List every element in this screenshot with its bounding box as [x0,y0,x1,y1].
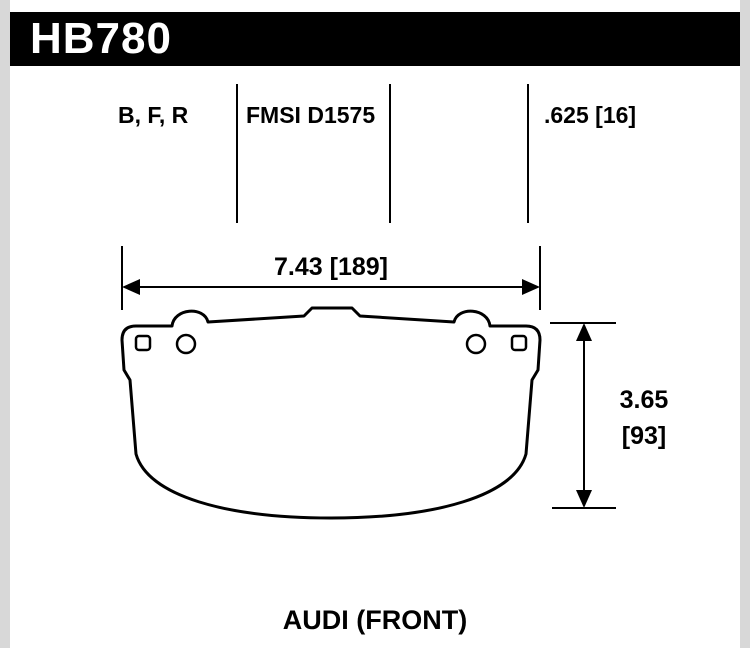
part-number-header: HB780 [10,12,740,66]
height-arrow-down-icon [576,490,592,508]
application-title: AUDI (FRONT) [282,605,468,635]
compound-codes: B, F, R [118,102,189,128]
height-dimension-label: 3.65 [93] [600,382,688,454]
part-number: HB780 [30,14,172,63]
pad-thickness: .625 [16] [544,102,637,128]
page-edge-left [0,0,10,648]
spec-separator-line-3 [527,84,529,223]
spec-separator-line-1 [236,84,238,223]
width-arrow-left-icon [122,279,140,295]
pad-hole-right [465,333,487,355]
pad-hole-left [175,333,197,355]
height-dimension-inches: 3.65 [619,386,669,414]
height-dimension-mm: [93] [621,422,667,450]
width-arrow-right-icon [522,279,540,295]
spec-separator-line-2 [389,84,391,223]
width-dimension-label: 7.43 [189] [274,253,388,281]
brake-pad-outline [120,306,542,520]
height-arrow-up-icon [576,323,592,341]
page-edge-right [740,0,750,648]
pad-slot-right [510,334,528,352]
brake-pad-drawing [120,306,542,520]
pad-slot-left [134,334,152,352]
fmsi-number: FMSI D1575 [246,102,376,128]
